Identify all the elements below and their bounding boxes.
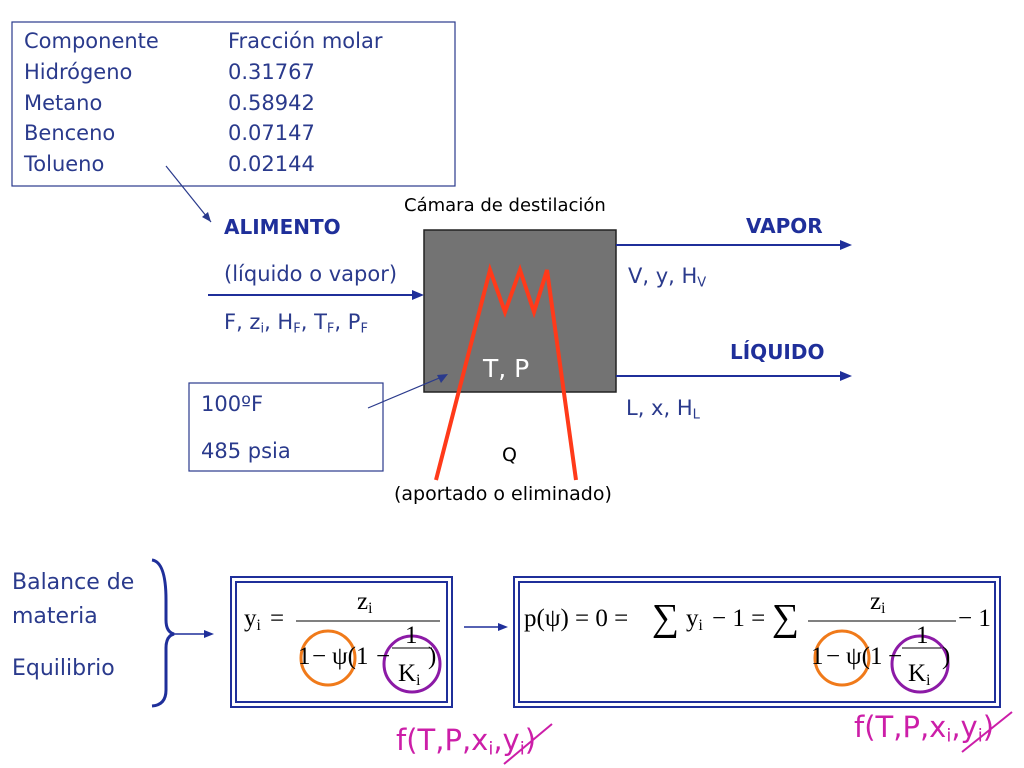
feed-title: ALIMENTO: [224, 215, 341, 239]
eq1-psi-circle: [299, 629, 357, 687]
eq2-close: ): [942, 643, 951, 670]
eq1-frame-inner: [235, 581, 448, 703]
composition-pointer: [165, 165, 212, 223]
feed-vars: F, zi, HF, TF, PF: [224, 310, 368, 337]
eq2-den-minus-2: −: [888, 643, 903, 670]
eq2-den-minus: −: [826, 643, 841, 670]
conditions-box: [188, 382, 384, 472]
heat-note: (aportado o eliminado): [394, 483, 612, 505]
component-name: Hidrógeno: [24, 60, 133, 84]
eq1-den-minus: −: [312, 643, 327, 670]
equilibrium-label: Equilibrio: [12, 656, 115, 681]
feed-arrow-head: [412, 290, 424, 300]
eq1-lhs: yi: [244, 605, 261, 634]
eq1-inner-num: 1: [405, 622, 418, 649]
component-fraction: 0.07147: [228, 121, 315, 145]
eq-arrow-head: [498, 623, 508, 631]
component-name: Metano: [24, 91, 103, 115]
eq1-numerator: zi: [357, 588, 373, 617]
eq1-close: ): [428, 643, 437, 670]
eq1-den-one: 1: [298, 643, 311, 670]
eq2-sum-2: ∑: [772, 597, 800, 639]
eq2-inner-den: Ki: [908, 660, 931, 689]
eq2-k-circle: [890, 634, 950, 694]
component-name: Benceno: [24, 121, 116, 145]
conditions-pointer: [367, 375, 445, 409]
eq1-den-minus-2: −: [376, 643, 391, 670]
eq2-den-one: 1: [811, 643, 824, 670]
vapor-vars: V, y, HV: [628, 264, 707, 291]
pressure-value: 485 psia: [201, 439, 291, 463]
eq2-tail: − 1: [958, 605, 991, 632]
dep2-strike: [961, 711, 1013, 753]
eq2-sum-1: ∑: [652, 597, 680, 639]
component-fraction: 0.02144: [228, 152, 315, 176]
conditions-pointer-head: [437, 374, 448, 383]
eq2-frame-inner: [518, 581, 996, 703]
component-fraction: 0.31767: [228, 60, 315, 84]
eq2-frame-outer: [513, 576, 1001, 708]
composition-pointer-head: [202, 212, 211, 222]
composition-header-component: Componente: [24, 29, 159, 53]
heat-symbol: Q: [502, 444, 517, 466]
composition-header-fraction: Fracción molar: [228, 29, 383, 53]
dependency-note-2: f(T,P,xi,yi): [854, 710, 995, 747]
vapor-arrow-head: [840, 240, 852, 250]
eq2-lhs: p(ψ) = 0 =: [524, 605, 629, 632]
distillation-chamber: [423, 229, 617, 393]
eq1-inner-den: Ki: [398, 660, 421, 689]
eq1-den-psi: ψ(1: [332, 643, 369, 670]
eq2-den-psi: ψ(1: [846, 643, 883, 670]
brace-arrow-head: [204, 630, 214, 638]
eq2-inner-num: 1: [916, 622, 929, 649]
eq1-k-circle: [382, 634, 442, 694]
brace: [151, 558, 175, 708]
eq2-numerator: zi: [870, 588, 886, 617]
component-fraction: 0.58942: [228, 91, 315, 115]
eq2-mid: − 1 =: [712, 605, 766, 632]
component-name: Tolueno: [24, 152, 105, 176]
eq1-equals: =: [270, 605, 285, 632]
vapor-title: VAPOR: [746, 214, 823, 238]
liquid-arrow-head: [840, 371, 852, 381]
liquid-title: LÍQUIDO: [730, 340, 825, 364]
balance-label-1: Balance de: [12, 570, 135, 595]
heat-coil: [434, 263, 578, 481]
temperature-value: 100ºF: [201, 392, 264, 416]
dependency-note-1: f(T,P,xi,yi): [396, 723, 537, 760]
balance-label-2: materia: [12, 604, 98, 629]
chamber-title: Cámara de destilación: [404, 195, 606, 216]
eq2-psi-circle: [813, 629, 871, 687]
eq1-frame-outer: [230, 576, 453, 708]
liquid-vars: L, x, HL: [626, 396, 700, 423]
dep1-strike: [503, 723, 553, 765]
feed-state: (líquido o vapor): [224, 262, 398, 286]
composition-box: [11, 21, 456, 187]
chamber-label: T, P: [483, 354, 530, 383]
eq2-y: yi: [686, 605, 703, 634]
